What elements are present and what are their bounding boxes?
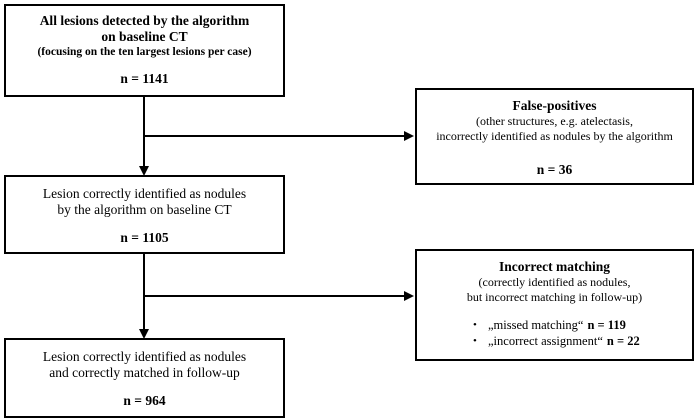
box-title-line: by the algorithm on baseline CT <box>57 202 232 217</box>
n-value: n = 1105 <box>120 230 169 245</box>
box-title-line: and correctly matched in follow-up <box>49 365 240 380</box>
arrowhead-down-1 <box>139 166 149 176</box>
n-value: n = 36 <box>536 162 573 177</box>
bullet-item: • „incorrect assignment“n = 22 <box>473 333 692 349</box>
bullet-item: • „missed matching“n = 119 <box>473 317 692 333</box>
n-value: n = 1141 <box>120 70 169 86</box>
arrowhead-down-2 <box>139 329 149 339</box>
box-correctly-matched: Lesion correctly identified as nodules a… <box>4 338 285 418</box>
bullet-icon: • <box>473 335 477 347</box>
box-subtitle: (other structures, e.g. atelectasis, <box>476 114 633 128</box>
box-title-line: on baseline CT <box>101 29 188 44</box>
box-title-line: Lesion correctly identified as nodules <box>42 349 247 364</box>
box-subtitle: (correctly identified as nodules, <box>478 275 631 289</box>
box-incorrect-matching: Incorrect matching (correctly identified… <box>415 249 694 361</box>
arrowhead-right-1 <box>404 131 414 141</box>
bullet-label: „incorrect assignment“ <box>488 334 603 348</box>
bullet-label: „missed matching“ <box>488 318 584 332</box>
box-title-line: Incorrect matching <box>498 259 611 274</box>
bullet-icon: • <box>473 319 477 331</box>
box-false-positives: False-positives (other structures, e.g. … <box>415 88 694 185</box>
box-subtitle: but incorrect matching in follow-up) <box>466 289 643 304</box>
box-subtitle: incorrectly identified as nodules by the… <box>436 128 673 143</box>
box-all-lesions-detected: All lesions detected by the algorithm on… <box>4 4 285 97</box>
bullet-n-value: n = 119 <box>587 318 626 332</box>
box-correctly-identified: Lesion correctly identified as nodules b… <box>4 175 285 254</box>
box-title-line: Lesion correctly identified as nodules <box>42 186 247 201</box>
bullet-list: • „missed matching“n = 119 • „incorrect as… <box>417 317 692 349</box>
arrowhead-right-2 <box>404 291 414 301</box>
bullet-n-value: n = 22 <box>606 334 640 348</box>
n-value: n = 964 <box>123 393 166 408</box>
box-title-line: False-positives <box>512 98 597 113</box>
box-subtitle: (focusing on the ten largest lesions per… <box>37 46 252 58</box>
box-title-line: All lesions detected by the algorithm <box>39 13 250 28</box>
